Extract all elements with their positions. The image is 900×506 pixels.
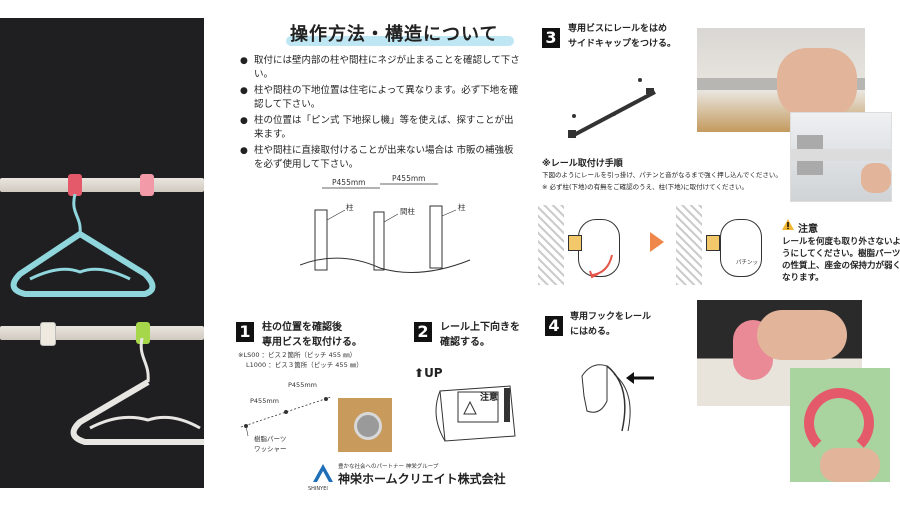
dim-label-2: P455mm [392, 174, 426, 183]
page-title: 操作方法・構造について [290, 24, 499, 45]
step1-part1: 樹脂パーツ [254, 435, 287, 443]
company-name: 神栄ホームクリエイト株式会社 [338, 472, 506, 486]
step1-dim-b: P455mm [288, 381, 317, 389]
step1-line1: 柱の位置を確認後 [262, 322, 342, 333]
up-indicator: ⬆UP [414, 366, 443, 380]
step3-line1: 専用ビスにレールをはめ [568, 24, 668, 34]
step4-text: 専用フックをレール にはめる。 [570, 310, 651, 340]
step4-line1: 専用フックをレール [570, 312, 652, 322]
step1-line2: 専用ビスを取付ける。 [262, 337, 362, 348]
step2-text: レール上下向きを 確認する。 [440, 320, 520, 350]
rail-upper [0, 178, 204, 192]
screw-diagram [240, 396, 332, 437]
hook-red [68, 174, 82, 196]
mount-line1: 下図のようにレールを引っ掛け、パチンと音がなるまで強く押し込んでください。 [542, 171, 782, 179]
bullet-list: 取付には壁内部の柱や間柱にネジが止まることを確認して下さい。 柱や間柱の下地位置… [240, 54, 520, 174]
step4-line2: にはめる。 [570, 327, 616, 337]
dim-label-1: P455mm [332, 178, 366, 187]
mount-diagram-2 [676, 205, 776, 285]
logo-text: SHINYEI [308, 486, 328, 492]
step4-photo-hook [790, 368, 890, 482]
mount-line2: ※ 必ず柱(下地)の有無をご確認のうえ、柱(下地)に取付けてください。 [542, 183, 748, 191]
step1-dim-a: P455mm [250, 397, 279, 405]
hook-pink [140, 174, 154, 196]
step1-note1: ※LS00 ：ビス２箇所（ピッチ 455 ㎜） [238, 351, 357, 359]
rotate-arrow-icon [589, 254, 613, 279]
notice-title: 注意 [798, 224, 818, 235]
mount-diagram-1 [538, 205, 642, 285]
bullet-item: 柱や間柱に直接取付けることが出来ない場合は 市販の補強板を必ず使用して下さい。 [240, 144, 520, 172]
bullet-item: 柱の位置は「ピン式 下地探し機」等を使えば、探すことが出来ます。 [240, 114, 520, 142]
warning-icon [782, 219, 794, 230]
label-stud: 間柱 [400, 207, 415, 216]
title-highlight [286, 36, 514, 46]
step3-text: 専用ビスにレールをはめ サイドキャップをつける。 [568, 22, 676, 52]
screw-photo [338, 398, 392, 452]
label-pillar-1: 柱 [346, 203, 354, 212]
mount-title: ※レール取付け手順 [542, 159, 623, 169]
step1-text: 柱の位置を確認後 専用ビスを取付ける。 [262, 320, 362, 350]
step2-number: 2 [414, 322, 432, 342]
step1-number: 1 [236, 322, 254, 342]
up-arrow-icon: ⬆ [414, 366, 425, 380]
pillar-diagram [300, 183, 471, 273]
step2-line2: 確認する。 [440, 337, 490, 348]
step2-line1: レール上下向きを [440, 322, 520, 333]
step3-number: 3 [542, 28, 560, 48]
hook-diagram [581, 364, 654, 432]
company-logo-icon [313, 464, 333, 482]
step4-number: 4 [545, 316, 563, 336]
bullet-item: 柱や間柱の下地位置は住宅によって異なります。必ず下地を確認して下さい。 [240, 84, 520, 112]
up-label: UP [424, 366, 443, 380]
label-pillar-2: 柱 [458, 203, 466, 212]
rail-mount-diagram [568, 78, 656, 138]
product-photo [0, 18, 204, 488]
rail-profile-diagram [435, 385, 516, 442]
next-arrow-icon [650, 232, 664, 252]
hanger-blue-icon [10, 194, 156, 297]
step3-line2: サイドキャップをつける。 [568, 39, 677, 49]
step3-photo-cap [790, 112, 892, 202]
title-wrap: 操作方法・構造について [286, 20, 514, 46]
caution-sticker-label: 注意 [480, 393, 499, 403]
step1-note2: L1000 ：ビス３箇所（ピッチ 455 ㎜） [246, 361, 363, 369]
hook-green [136, 322, 150, 344]
step1-part2: ワッシャー [254, 445, 287, 453]
hanger-white-icon [70, 338, 204, 445]
bullet-item: 取付には壁内部の柱や間柱にネジが止まることを確認して下さい。 [240, 54, 520, 82]
hook-white [40, 322, 56, 346]
company-sub: 豊かな社会へのパートナー 神栄グループ [338, 464, 439, 470]
notice-text: レールを何度も取り外さないようにしてください。樹脂パーツの性質上、座金の保持力が… [782, 237, 900, 283]
click-label: パチンッ [736, 260, 759, 266]
